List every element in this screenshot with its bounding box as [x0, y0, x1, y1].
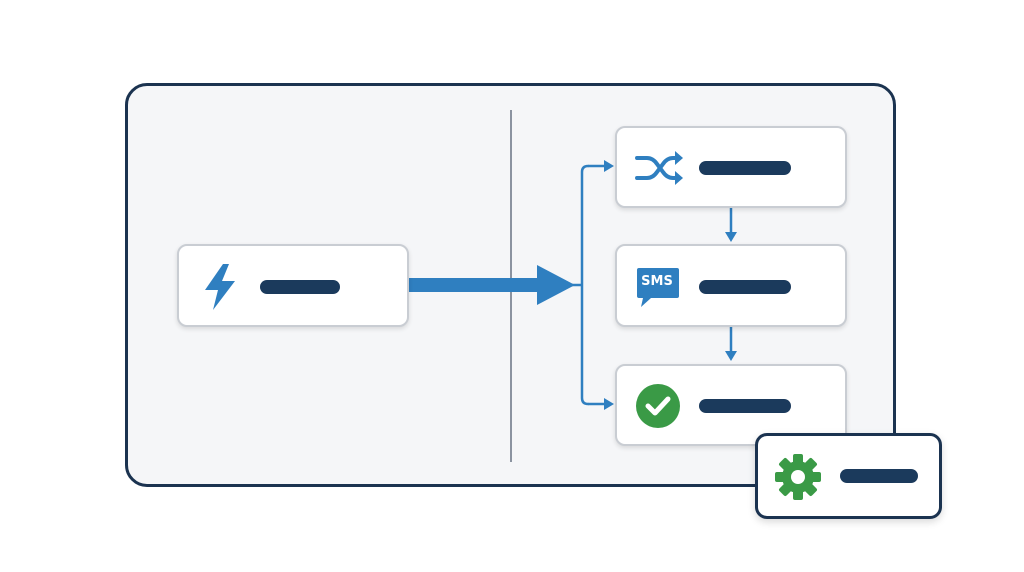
step-label-placeholder [699, 161, 791, 175]
branch-connector [570, 164, 590, 406]
sms-message-icon: SMS [635, 266, 681, 310]
trigger-label-placeholder [260, 280, 340, 294]
check-circle-icon [636, 384, 680, 428]
settings-card[interactable] [755, 433, 942, 519]
step-label-placeholder [699, 399, 791, 413]
step-card-shuffle[interactable] [615, 126, 847, 208]
step-card-check[interactable] [615, 364, 847, 446]
shuffle-to-sms-arrowhead [725, 232, 737, 242]
branch-to-check-arrowhead [604, 398, 614, 410]
main-arrow-head [537, 265, 575, 305]
step-label-placeholder [699, 280, 791, 294]
step-card-sms[interactable]: SMS [615, 244, 847, 327]
gear-icon [775, 454, 821, 500]
settings-label-placeholder [840, 469, 918, 483]
lightning-bolt-icon [205, 264, 235, 310]
sms-icon-text: SMS [641, 274, 673, 289]
main-arrow-shaft [409, 278, 541, 292]
branch-to-shuffle-arrowhead [604, 160, 614, 172]
shuffle-icon [635, 151, 683, 185]
trigger-card[interactable] [177, 244, 409, 327]
sms-to-check-arrowhead [725, 351, 737, 361]
